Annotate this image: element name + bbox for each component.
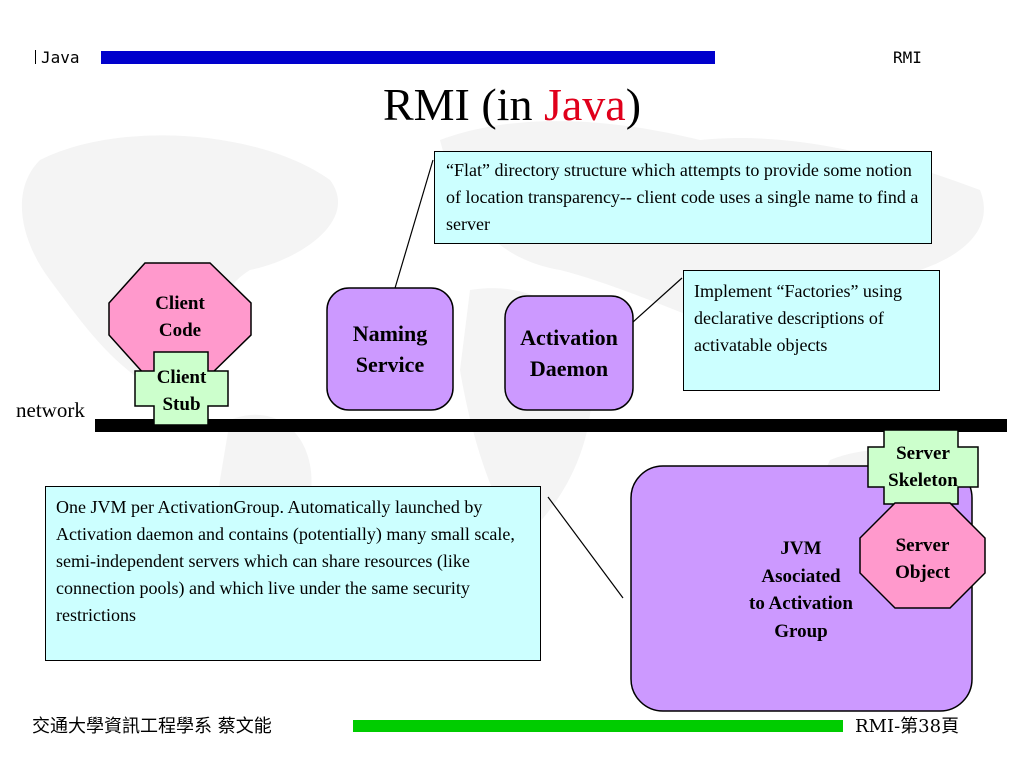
naming-service-box (326, 287, 454, 411)
header-bar (101, 51, 715, 64)
header-left-tick (35, 50, 36, 64)
server-skeleton-label: Server Skeleton (866, 440, 980, 494)
client-code-line-2: Code (158, 320, 202, 341)
client-stub-cross (134, 351, 229, 426)
factories-note: Implement “Factories” using declarative … (683, 270, 940, 391)
activation-daemon-line-2: Daemon (529, 356, 609, 381)
naming-service-line-2: Service (355, 352, 425, 377)
server-skeleton-cross (867, 429, 979, 505)
title-suffix: ) (625, 79, 642, 130)
activation-daemon-line-1: Activation (520, 325, 618, 350)
jvm-note: One JVM per ActivationGroup. Automatical… (45, 486, 541, 661)
jvm-callout-line (547, 496, 624, 599)
header-left-label: Java (41, 48, 80, 67)
jvm-group-line-4: Group (774, 620, 828, 642)
footer-bar (353, 720, 843, 732)
network-line (95, 419, 1007, 432)
factories-callout-line (632, 277, 683, 323)
server-skeleton-line-2: Skeleton (888, 470, 958, 491)
jvm-group-line-2: Asociated (761, 565, 841, 587)
client-stub-label: Client Stub (135, 364, 228, 418)
activation-daemon-label: Activation Daemon (505, 322, 633, 384)
naming-note: “Flat” directory structure which attempt… (434, 151, 932, 244)
client-stub-line-1: Client (156, 367, 207, 388)
server-object-line-2: Object (895, 562, 950, 583)
server-object-line-1: Server (895, 535, 950, 556)
naming-service-line-1: Naming (352, 321, 428, 346)
jvm-group-label: JVM Asociated to Activation Group (718, 535, 884, 645)
naming-service-label: Naming Service (327, 318, 453, 380)
jvm-group-line-1: JVM (780, 538, 822, 559)
client-code-line-1: Client (155, 293, 205, 314)
server-object-label: Server Object (860, 532, 985, 586)
header-right-label: RMI (893, 48, 922, 67)
client-code-label: Client Code (109, 290, 251, 344)
title-prefix: RMI (in (382, 79, 544, 130)
network-label: network (16, 398, 85, 422)
slide-title: RMI (in Java) (0, 78, 1024, 131)
naming-callout-line (389, 159, 434, 306)
server-skeleton-line-1: Server (896, 443, 950, 464)
footer-right-label: RMI-第38頁 (855, 716, 960, 737)
footer-left-label: 交通大學資訊工程學系 蔡文能 (32, 716, 272, 737)
client-stub-line-2: Stub (162, 394, 201, 415)
activation-daemon-box (504, 295, 634, 411)
jvm-group-line-3: to Activation (749, 593, 853, 614)
title-accent: Java (543, 79, 626, 130)
server-object-octagon (859, 502, 986, 609)
